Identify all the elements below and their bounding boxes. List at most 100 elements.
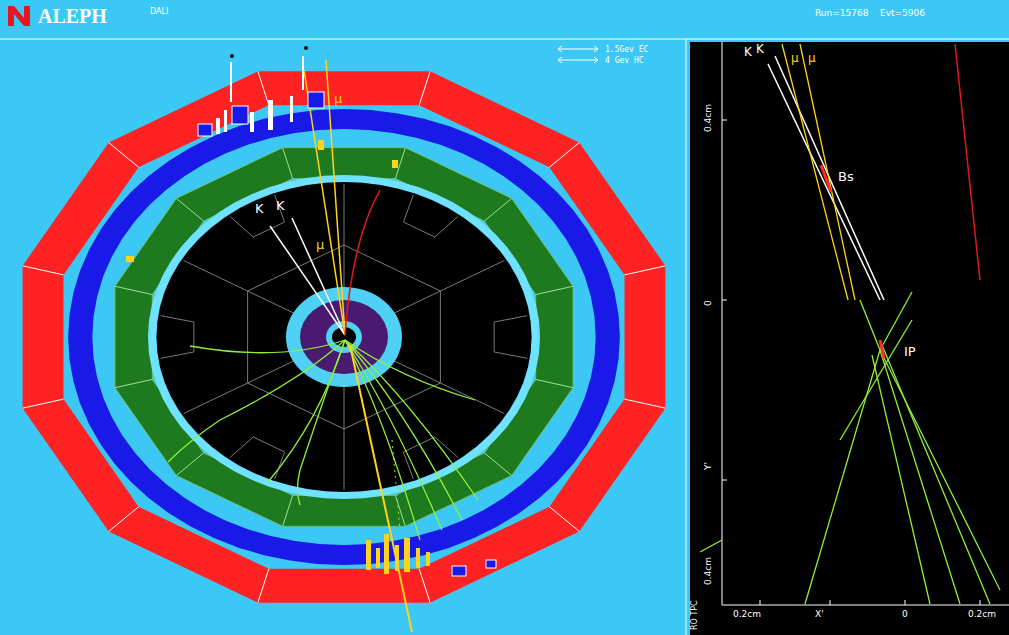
sector-line: [161, 316, 194, 322]
module-line: [283, 148, 293, 179]
legend-sample: [556, 45, 602, 53]
track: [345, 340, 462, 520]
sector-line: [253, 437, 284, 452]
sector-line: [344, 429, 345, 490]
module-line: [115, 286, 152, 294]
legend-text: 4 Gev HC: [605, 56, 644, 65]
deposit: [232, 106, 248, 124]
kaon-track: [270, 226, 345, 335]
legend-item: 4 Gev HC: [556, 56, 644, 65]
sector-line: [184, 261, 248, 292]
vertex-label: Bs: [838, 170, 854, 183]
track: [882, 345, 990, 604]
sector-line: [344, 184, 345, 245]
module-line: [419, 569, 430, 603]
module-line: [23, 266, 64, 275]
particle-label: μ: [316, 238, 324, 251]
module-line: [176, 453, 203, 476]
tick: [722, 480, 727, 481]
tick: [760, 600, 761, 605]
module-line: [109, 143, 139, 168]
tpc-sectors: [161, 184, 528, 490]
track: [268, 340, 345, 482]
deposit: [302, 56, 304, 90]
zoom-tracks: [700, 292, 1000, 604]
track: [880, 350, 960, 604]
module-line: [23, 399, 64, 408]
vertex-label: IP: [904, 345, 916, 358]
track: [840, 320, 912, 440]
deposit: [452, 566, 466, 576]
run-number: Run=15768: [815, 9, 868, 18]
muon-track: [326, 60, 345, 335]
curved-track: [345, 190, 380, 335]
track: [190, 340, 345, 353]
axis-label: 0.2cm: [968, 610, 996, 619]
zoom-panel: [690, 42, 1009, 635]
green-tracks: [168, 340, 478, 540]
event-number: Evt=5906: [880, 9, 925, 18]
tpc-wall: [148, 175, 540, 499]
deposit: [308, 92, 324, 108]
deposit: [416, 548, 420, 568]
kaon-track: [292, 218, 345, 335]
curved-track: [955, 44, 980, 280]
hadron-calorimeter: [23, 71, 666, 602]
deposit: [290, 96, 293, 122]
axis-label: X': [815, 610, 824, 619]
axis-label: 0.2cm: [733, 610, 761, 619]
module-line: [258, 569, 269, 603]
sector-line: [248, 360, 296, 383]
axis-frame: [722, 42, 1009, 605]
track: [872, 355, 930, 604]
sector-line: [248, 245, 441, 429]
sector-line: [184, 383, 248, 414]
deposit: [366, 540, 371, 570]
muon-track: [350, 345, 412, 632]
deposit: [250, 112, 254, 132]
axis-label: 0.4cm: [704, 104, 713, 132]
tick: [722, 300, 727, 301]
deposit: [224, 110, 227, 132]
particle-label: K: [276, 199, 285, 212]
experiment-title: ALEPH: [38, 6, 107, 26]
module-line: [283, 495, 293, 526]
deposit: [198, 124, 212, 136]
deposit: [216, 118, 220, 134]
module-lines: [23, 71, 666, 602]
sector-line: [230, 216, 253, 237]
sector-line: [392, 291, 440, 314]
track: [298, 340, 346, 505]
module-line: [625, 399, 666, 408]
module-line: [109, 507, 139, 532]
deposit: [392, 160, 398, 168]
legend-item: 1.5Gev EC: [556, 45, 648, 54]
sector-line: [403, 222, 434, 237]
axis-label: 0: [704, 300, 713, 306]
tick: [905, 600, 906, 605]
track: [345, 340, 475, 400]
ecal-modules: [115, 148, 573, 527]
deposit: [376, 548, 380, 568]
scale-arrow: [558, 57, 598, 63]
aleph-logo: [8, 6, 30, 26]
header-rule: [0, 39, 1009, 40]
sector-line: [344, 245, 345, 291]
sector-line: [494, 352, 527, 358]
sector-line: [275, 452, 285, 479]
sector-line: [344, 383, 345, 429]
particle-label: μ: [808, 52, 816, 64]
sector-line: [275, 195, 285, 222]
deposit: [230, 62, 232, 102]
sector-line: [161, 352, 194, 358]
track: [880, 292, 912, 350]
sector-line: [253, 222, 284, 237]
sector-line: [494, 322, 495, 352]
track: [168, 340, 345, 462]
tick: [980, 600, 981, 605]
sector-line: [193, 322, 194, 352]
track: [880, 350, 1000, 590]
particle-label: μ: [791, 52, 799, 64]
particle-label: K: [255, 202, 264, 215]
